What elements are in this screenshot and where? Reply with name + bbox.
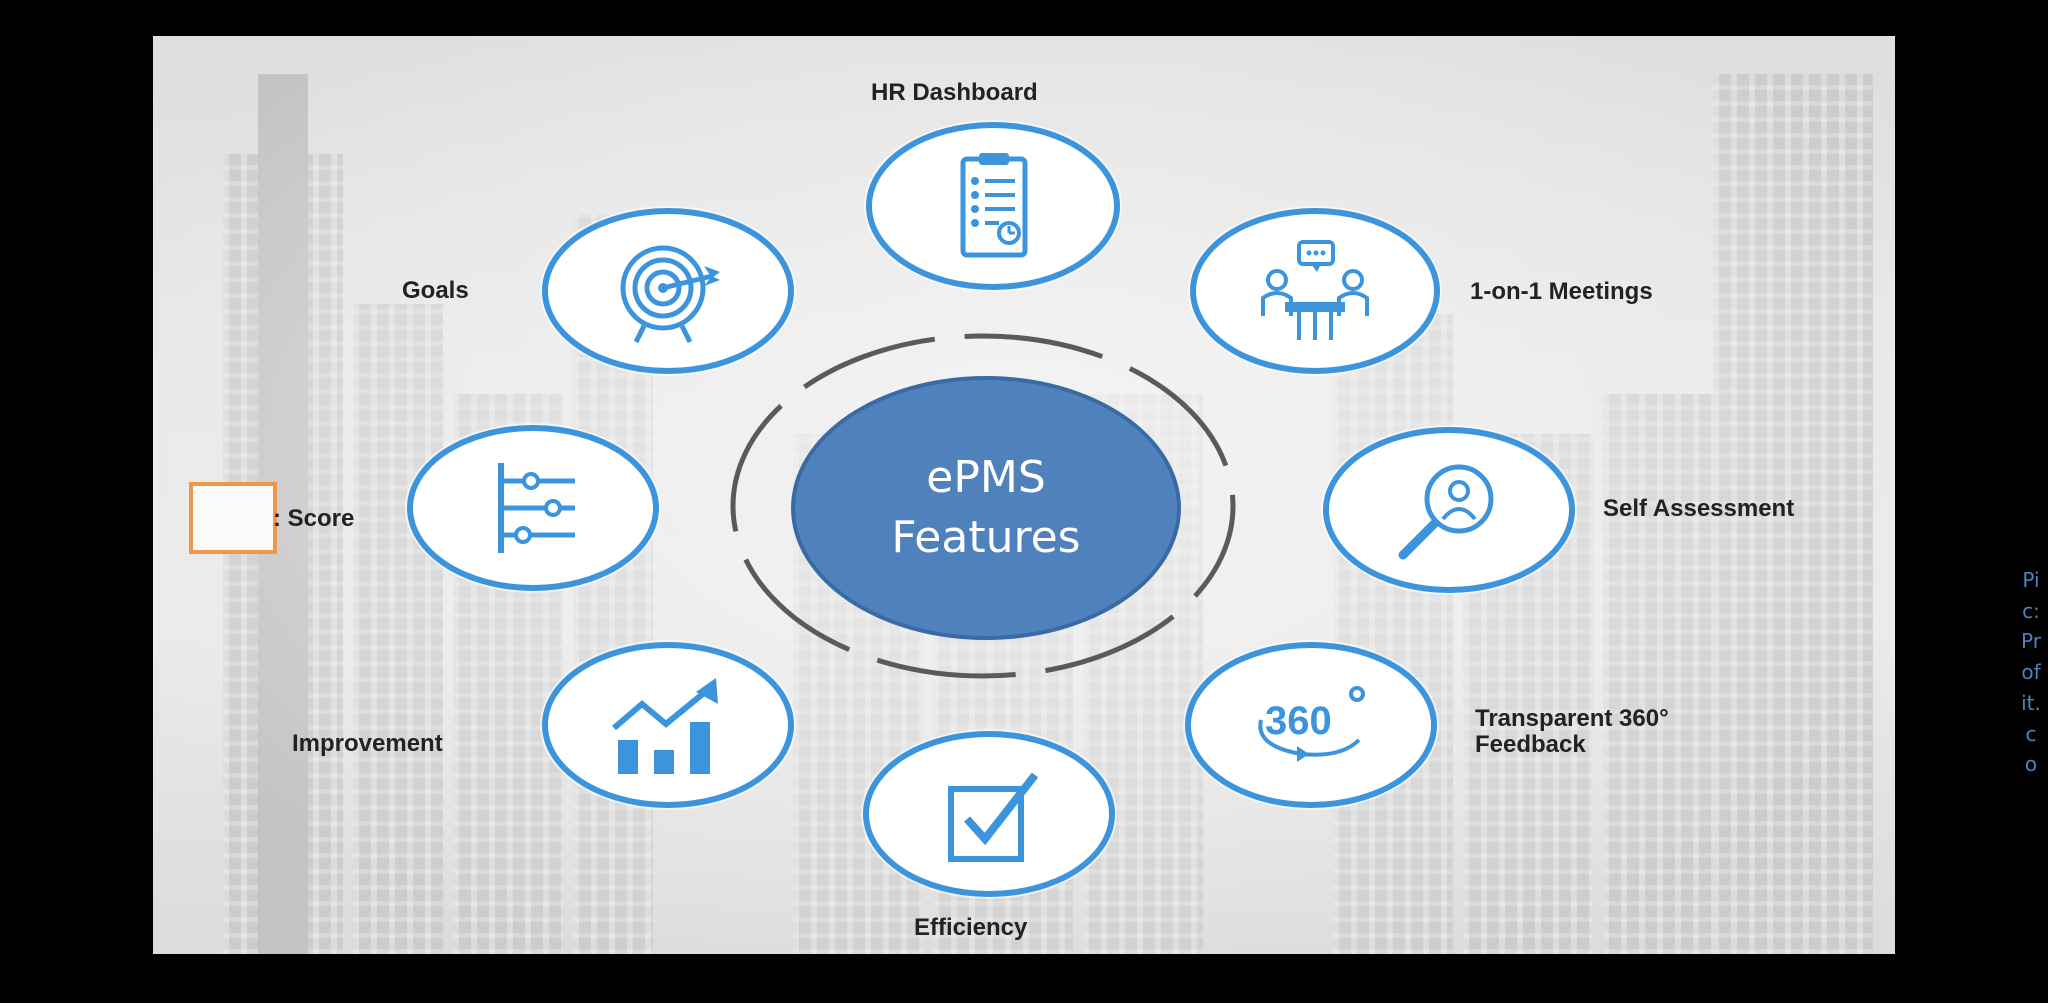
image-credit: Pic:Profit.co [2021,568,2041,777]
label-goals: Goals [402,277,469,304]
label-self-assessment: Self Assessment [1603,495,1795,522]
label-improvement: Improvement [292,730,443,757]
growth-chart-icon [612,678,718,774]
label-feedback-line2: Feedback [1475,731,1586,758]
dashed-ring [730,333,1236,679]
feature-goals [542,208,794,374]
rotate-360-icon: 360 [1258,686,1365,762]
sliders-icon [498,463,575,553]
meeting-icon [1261,240,1369,340]
magnifier-user-icon [1398,464,1494,560]
label-feedback-line1: Transparent 360° [1475,705,1669,732]
label-hr-dashboard: HR Dashboard [871,79,1038,106]
feature-feedback: 360 [1185,642,1437,808]
slide: ePMS Features HR Dashboard Goals [153,36,1895,954]
feature-improvement [542,642,794,808]
center-ellipse: ePMS Features [791,376,1181,640]
label-score: : Score [273,505,355,532]
label-meetings: 1-on-1 Meetings [1470,278,1653,305]
feature-meetings [1190,208,1440,374]
feature-score [407,425,659,591]
center-subtitle: Features [891,512,1081,563]
feature-efficiency [863,731,1115,897]
highlight-box[interactable] [189,482,277,554]
feature-self-assessment [1323,427,1575,593]
checkbox-icon [948,772,1039,862]
label-efficiency: Efficiency [914,914,1028,941]
target-icon [620,245,720,344]
center-title: ePMS [926,452,1046,503]
feature-hr-dashboard [866,122,1120,290]
clipboard-icon [960,153,1028,258]
feedback-360-text: 360 [1265,699,1332,743]
